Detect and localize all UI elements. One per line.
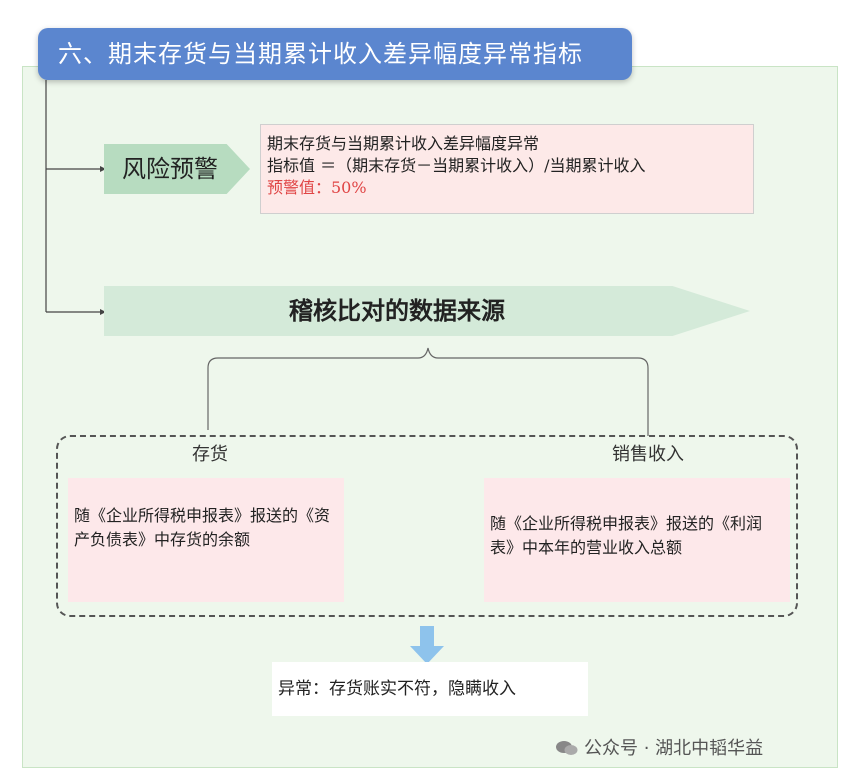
result-box: 异常：存货账实不符，隐瞒收入 [272, 662, 588, 716]
warning-threshold: 预警值：50% [267, 178, 367, 197]
indicator-name: 期末存货与当期累计收入差异幅度异常 [267, 134, 540, 153]
page-title: 六、期末存货与当期累计收入差异幅度异常指标 [38, 28, 632, 80]
branch-source-arrowhead [100, 309, 106, 315]
indicator-formula: 指标值 ＝（期末存货－当期累计收入）/当期累计收入 [267, 156, 646, 175]
branch-risk-arrowhead [100, 166, 106, 172]
footer-text: 公众号 · 湖北中韬华益 [584, 738, 764, 759]
brace-connector [207, 347, 649, 436]
source-title-revenue: 销售收入 [612, 444, 684, 465]
wechat-icon [556, 740, 578, 756]
source-desc-revenue: 随《企业所得税申报表》报送的《利润表》中本年的营业收入总额 [484, 478, 790, 602]
data-source-header: 稽核比对的数据来源 [104, 286, 750, 336]
down-arrow-icon [410, 626, 444, 664]
source-title-inventory: 存货 [192, 444, 228, 465]
risk-warning-label: 风险预警 [104, 144, 250, 194]
source-group-box [56, 435, 798, 617]
indicator-box: 期末存货与当期累计收入差异幅度异常 指标值 ＝（期末存货－当期累计收入）/当期累… [260, 124, 754, 214]
footer-credit: 公众号 · 湖北中韬华益 [556, 734, 763, 760]
source-desc-inventory: 随《企业所得税申报表》报送的《资产负债表》中存货的余额 [68, 478, 344, 602]
